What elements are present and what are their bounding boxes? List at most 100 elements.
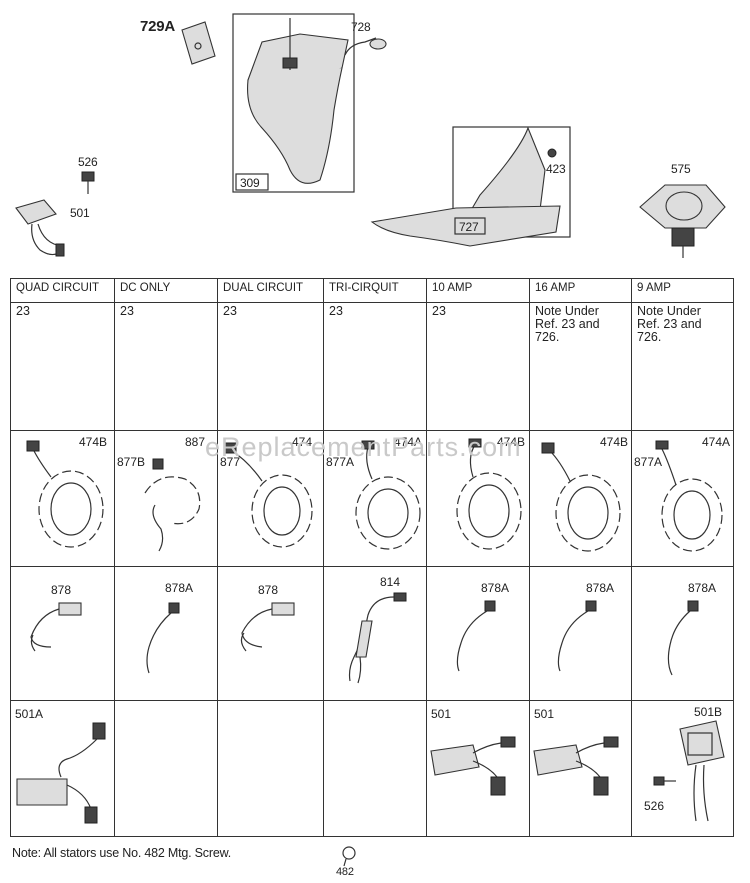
note-cell: 23 (323, 302, 427, 431)
note-text: 23 (223, 304, 237, 318)
part-727-shield (370, 126, 571, 247)
regulator-cell (217, 700, 324, 837)
sensor-drawing (30, 602, 82, 652)
sensor-ref: 878A (586, 581, 615, 595)
sensor-ref: 878 (51, 583, 72, 597)
note-text: 23 (329, 304, 343, 318)
watermark: eReplacementParts.com (205, 432, 522, 462)
part-526-screw (81, 171, 95, 194)
stator-drawing (144, 458, 201, 552)
stator-ref: 474A (702, 435, 731, 449)
stator-ref: 474B (497, 435, 526, 449)
sensor-drawing (667, 600, 699, 676)
regulator-row: 501A 501 501 (10, 700, 734, 837)
stator-ref: 474B (79, 435, 108, 449)
note-cell: Note Under Ref. 23 and 726. (529, 302, 632, 431)
note-cell: 23 (426, 302, 530, 431)
regulator-ref: 501 (534, 707, 555, 721)
header-row: QUAD CIRCUIT DC ONLY DUAL CIRCUIT TRI-CI… (10, 278, 734, 303)
stator-cell: 474 877 (217, 430, 324, 567)
sensor-drawing (240, 602, 295, 652)
sensor-row: 878 878A 878 814 (10, 566, 734, 701)
stator-cell: 474B (426, 430, 530, 567)
header-quad-circuit: QUAD CIRCUIT (10, 278, 115, 303)
sensor-cell: 878A (529, 566, 632, 701)
sensor-cell: 878A (631, 566, 734, 701)
stator-cell: 474B (529, 430, 632, 567)
regulator-cell: 501B 526 (631, 700, 734, 837)
header-dc-only: DC ONLY (114, 278, 218, 303)
regulator-ref: 501 (431, 707, 452, 721)
sensor-drawing (557, 600, 597, 672)
ref-729A: 729A (140, 18, 176, 35)
regulator-cell (114, 700, 218, 837)
part-309-ignition-panel (232, 13, 387, 193)
note-cell: Note Under Ref. 23 and 726. (631, 302, 734, 431)
note-text: 23 (16, 304, 30, 318)
regulator-cell (323, 700, 427, 837)
ref-423: 423 (546, 162, 566, 176)
footer-note: Note: All stators use No. 482 Mtg. Screw… (12, 846, 231, 860)
part-575-switch (639, 184, 726, 258)
stator-drawing (223, 442, 313, 548)
sensor-cell: 878 (217, 566, 324, 701)
regulator-ref: 501B (694, 705, 723, 719)
stator-drawing (26, 440, 104, 548)
sensor-drawing (146, 602, 180, 674)
ref-309: 309 (240, 176, 260, 190)
stator-ref: 877A (326, 455, 355, 469)
part-501-regulator-small (15, 199, 65, 257)
header-9-amp: 9 AMP (631, 278, 734, 303)
sensor-ref: 878 (258, 583, 279, 597)
regulator-cell: 501 (529, 700, 632, 837)
note-row: 23 23 23 23 23 Note Under Ref. 23 and 72… (10, 302, 734, 431)
note-text: Note Under Ref. 23 and 726. (535, 304, 600, 344)
stator-cell: 474A 877A (631, 430, 734, 567)
note-cell: 23 (114, 302, 218, 431)
note-cell: 23 (217, 302, 324, 431)
stator-drawing (655, 440, 723, 552)
regulator-drawing (430, 736, 516, 796)
regulator-drawing (653, 720, 725, 822)
stator-drawing (355, 440, 421, 550)
stator-ref: 887 (185, 435, 206, 449)
stator-row: 474B 887 877B 474 877 474A (10, 430, 734, 567)
note-cell: 23 (10, 302, 115, 431)
regulator-drawing (533, 736, 619, 796)
header-dual-circuit: DUAL CIRCUIT (217, 278, 324, 303)
stator-drawing (456, 438, 522, 550)
stator-ref: 474 (292, 435, 313, 449)
sensor-ref: 878A (481, 581, 510, 595)
regulator-ref: 501A (15, 707, 44, 721)
top-parts-illustration (15, 13, 726, 258)
regulator-drawing (16, 722, 106, 824)
parts-grid: QUAD CIRCUIT DC ONLY DUAL CIRCUIT TRI-CI… (10, 278, 734, 837)
stator-drawing (541, 442, 621, 552)
sensor-drawing (348, 592, 407, 684)
ref-727: 727 (459, 220, 479, 234)
ref-501: 501 (70, 206, 90, 220)
sensor-cell: 878A (114, 566, 218, 701)
sensor-ref: 814 (380, 575, 401, 589)
regulator-sub-ref: 526 (644, 799, 665, 813)
regulator-cell: 501 (426, 700, 530, 837)
sensor-ref: 878A (165, 581, 194, 595)
regulator-cell: 501A (10, 700, 115, 837)
note-text: Note Under Ref. 23 and 726. (637, 304, 702, 344)
stator-cell: 474B (10, 430, 115, 567)
stator-ref: 474A (394, 435, 423, 449)
stator-cell: 887 877B (114, 430, 218, 567)
header-tri-circuit: TRI-CIRQUIT (323, 278, 427, 303)
stator-ref: 877B (117, 455, 146, 469)
note-text: 23 (432, 304, 446, 318)
screw-482-ref: 482 (336, 866, 354, 878)
stator-ref: 474B (600, 435, 629, 449)
sensor-drawing (456, 600, 496, 672)
part-729A-bracket (181, 21, 216, 65)
ref-728: 728 (351, 20, 371, 34)
header-10-amp: 10 AMP (426, 278, 530, 303)
note-text: 23 (120, 304, 134, 318)
sensor-cell: 878A (426, 566, 530, 701)
header-16-amp: 16 AMP (529, 278, 632, 303)
sensor-ref: 878A (688, 581, 717, 595)
